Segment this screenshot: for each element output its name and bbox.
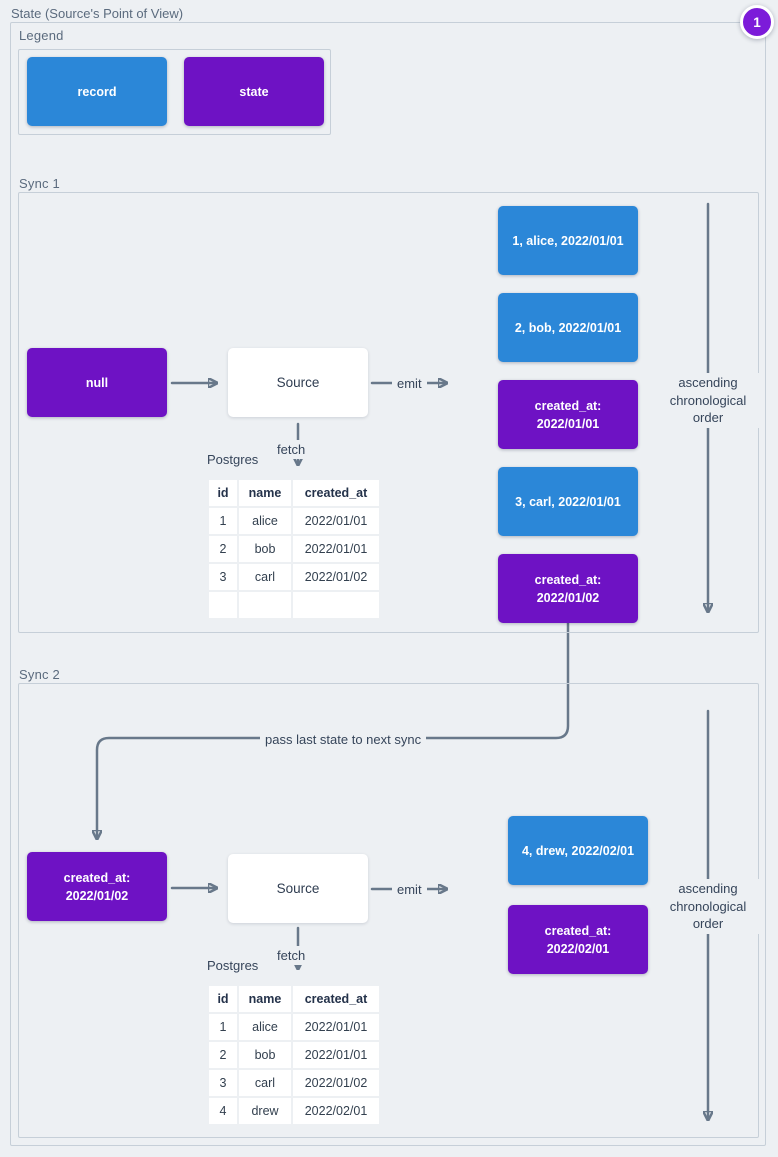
page-title: State (Source's Point of View)	[11, 6, 184, 21]
sync1-order-note: ascending chronological order	[653, 373, 763, 428]
legend-label: Legend	[19, 28, 64, 43]
table-row: 2 bob 2022/01/01	[209, 1042, 379, 1068]
legend-frame	[18, 49, 331, 135]
sync1-postgres-label: Postgres	[202, 450, 264, 469]
table-cell: 1	[209, 508, 237, 534]
table-row: 4 drew 2022/02/01	[209, 1098, 379, 1124]
legend-state-box: state	[184, 57, 324, 126]
table-header-cell: name	[239, 480, 291, 506]
sync1-label: Sync 1	[19, 176, 60, 191]
emitted-record-box: 2, bob, 2022/01/01	[498, 293, 638, 362]
annotation-badge-number: 1	[753, 14, 761, 30]
table-cell: 2	[209, 536, 237, 562]
table-row: 3 carl 2022/01/02	[209, 564, 379, 590]
emitted-state-box: created_at: 2022/02/01	[508, 905, 648, 974]
table-cell: 1	[209, 1014, 237, 1040]
table-row	[209, 592, 379, 618]
emitted-record-box: 4, drew, 2022/02/01	[508, 816, 648, 885]
pass-state-label: pass last state to next sync	[260, 730, 427, 749]
sync1-postgres-table: id name created_at 1 alice 2022/01/01 2 …	[207, 478, 381, 620]
sync2-label: Sync 2	[19, 667, 60, 682]
table-cell: 2022/01/02	[293, 1070, 379, 1096]
table-cell: carl	[239, 1070, 291, 1096]
table-row: 1 alice 2022/01/01	[209, 1014, 379, 1040]
table-header-cell: id	[209, 480, 237, 506]
sync1-source-box: Source	[228, 348, 368, 417]
legend-record-box: record	[27, 57, 167, 126]
sync1-input-state-box: null	[27, 348, 167, 417]
table-header-cell: id	[209, 986, 237, 1012]
outer-frame	[10, 22, 766, 1146]
table-cell: 3	[209, 1070, 237, 1096]
table-header-row: id name created_at	[209, 480, 379, 506]
sync2-source-box: Source	[228, 854, 368, 923]
table-row: 1 alice 2022/01/01	[209, 508, 379, 534]
sync1-emit-label: emit	[392, 374, 427, 393]
table-header-row: id name created_at	[209, 986, 379, 1012]
table-header-cell: created_at	[293, 480, 379, 506]
table-row: 3 carl 2022/01/02	[209, 1070, 379, 1096]
table-cell: bob	[239, 536, 291, 562]
sync2-order-note: ascending chronological order	[653, 879, 763, 934]
table-cell: 2022/01/01	[293, 508, 379, 534]
sync2-postgres-label: Postgres	[202, 956, 264, 975]
table-cell: 2022/01/02	[293, 564, 379, 590]
table-cell: 4	[209, 1098, 237, 1124]
table-cell: 2022/02/01	[293, 1098, 379, 1124]
sync2-emit-label: emit	[392, 880, 427, 899]
annotation-badge: 1	[740, 5, 774, 39]
sync2-fetch-label: fetch	[272, 946, 311, 965]
table-cell: 2022/01/01	[293, 536, 379, 562]
table-cell: drew	[239, 1098, 291, 1124]
emitted-record-box: 1, alice, 2022/01/01	[498, 206, 638, 275]
sync2-input-state-box: created_at: 2022/01/02	[27, 852, 167, 921]
emitted-state-box: created_at: 2022/01/02	[498, 554, 638, 623]
table-cell: alice	[239, 508, 291, 534]
table-cell: 2022/01/01	[293, 1014, 379, 1040]
table-cell: 3	[209, 564, 237, 590]
table-header-cell: name	[239, 986, 291, 1012]
sync1-fetch-label: fetch	[272, 440, 311, 459]
table-cell	[239, 592, 291, 618]
table-cell: 2	[209, 1042, 237, 1068]
emitted-state-box: created_at: 2022/01/01	[498, 380, 638, 449]
table-cell: bob	[239, 1042, 291, 1068]
table-cell: carl	[239, 564, 291, 590]
table-cell: alice	[239, 1014, 291, 1040]
table-cell: 2022/01/01	[293, 1042, 379, 1068]
table-row: 2 bob 2022/01/01	[209, 536, 379, 562]
sync2-postgres-table: id name created_at 1 alice 2022/01/01 2 …	[207, 984, 381, 1126]
table-cell	[209, 592, 237, 618]
emitted-record-box: 3, carl, 2022/01/01	[498, 467, 638, 536]
table-cell	[293, 592, 379, 618]
table-header-cell: created_at	[293, 986, 379, 1012]
